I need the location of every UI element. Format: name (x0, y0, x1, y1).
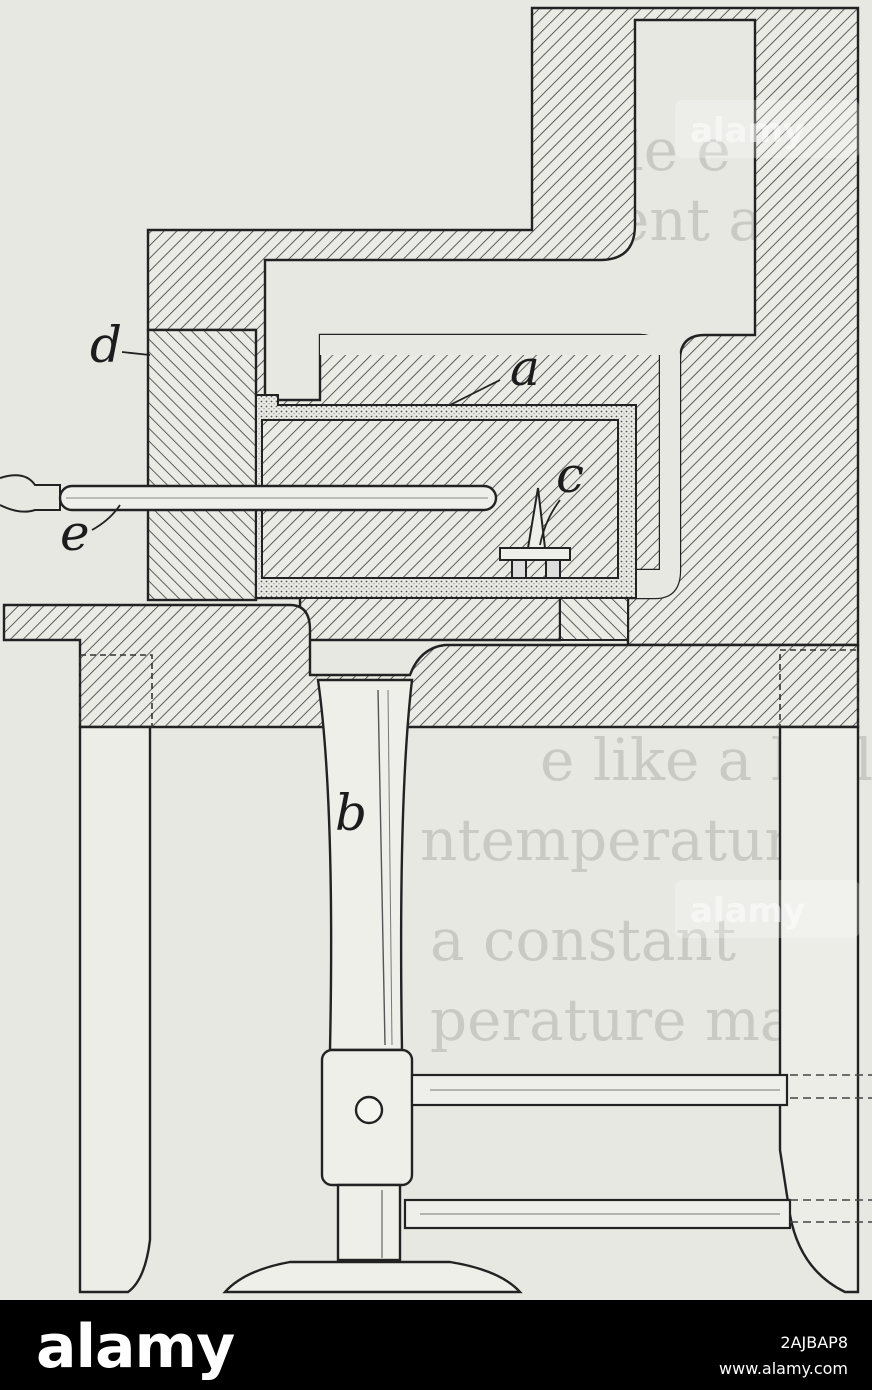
label-e: e (60, 504, 90, 562)
brand-logo[interactable]: alamy (36, 1312, 235, 1382)
label-a: a (510, 339, 540, 397)
image-reference: 2AJBAP8 www.alamy.com (719, 1330, 848, 1382)
svg-text:ntemperature: ntemperature (420, 806, 826, 874)
apparatus-diagram: tt ie e ment and e like a little ntemper… (0, 6, 872, 1294)
watermark-bottom: alamy (690, 891, 805, 931)
gas-pipes (403, 1073, 872, 1230)
watermark: alamy alamy (675, 100, 860, 938)
image-id: 2AJBAP8 (780, 1333, 848, 1352)
watermark-top: alamy (690, 111, 805, 151)
stock-footer: alamy 2AJBAP8 www.alamy.com (0, 1300, 872, 1390)
svg-text:perature may: perature may (430, 986, 827, 1054)
muffle-a (255, 394, 637, 599)
cone-c-stand (499, 487, 571, 579)
leader-lines (91, 351, 561, 546)
label-b: b (335, 784, 367, 842)
site-url[interactable]: www.alamy.com (719, 1359, 848, 1378)
right-leg (778, 725, 860, 1294)
label-d: d (90, 316, 122, 374)
base-plate (2, 603, 860, 729)
left-leg (78, 725, 152, 1294)
svg-text:a constant: a constant (430, 906, 736, 974)
burner-b (222, 678, 523, 1294)
door-block-d (146, 328, 258, 602)
thermocouple-e (0, 474, 498, 513)
muffle-support (559, 597, 629, 641)
label-c: c (556, 446, 584, 504)
chamber-cavity (320, 335, 680, 598)
